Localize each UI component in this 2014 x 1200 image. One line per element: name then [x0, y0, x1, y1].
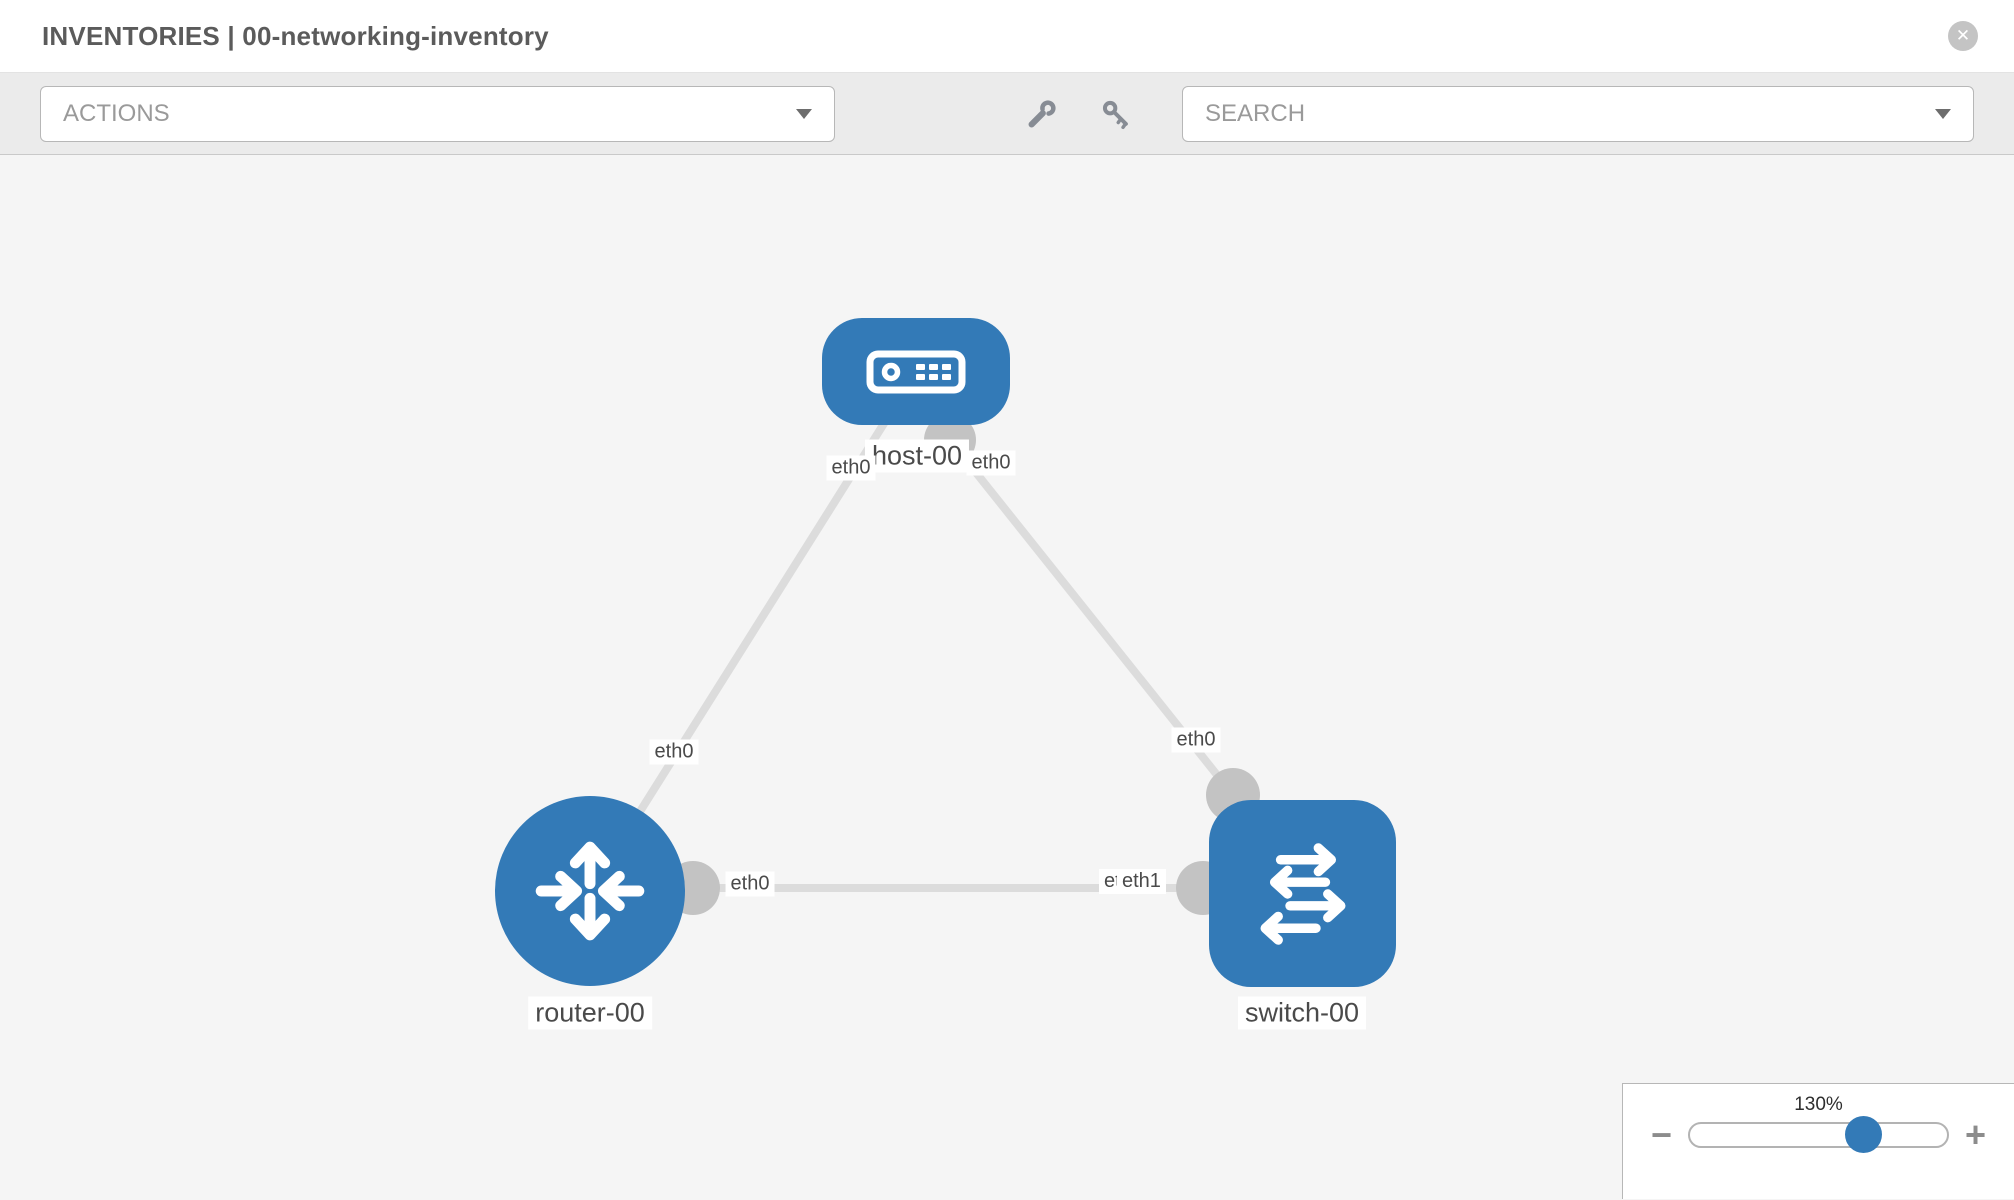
- search-dropdown-label: SEARCH: [1205, 99, 1306, 127]
- iface-label-switch-eth1: eth1: [1117, 869, 1166, 894]
- plus-icon: +: [1964, 1114, 1986, 1155]
- iface-label-host-right: eth0: [966, 450, 1016, 476]
- node-label-host: host-00: [864, 439, 970, 473]
- toolbar: ACTIONS SEARCH: [0, 72, 2014, 155]
- chevron-down-icon: [1935, 108, 1951, 119]
- iface-label-router-eth0: eth0: [725, 871, 775, 897]
- close-button[interactable]: ✕: [1948, 21, 1978, 51]
- iface-label-host-left: eth0: [826, 455, 876, 481]
- topology-edges: [586, 368, 1260, 915]
- iface-label-host-switch-edge: eth0: [1171, 727, 1221, 753]
- actions-dropdown-label: ACTIONS: [63, 99, 170, 127]
- router-icon: [535, 841, 645, 941]
- toolbar-tools: [1024, 96, 1134, 132]
- node-switch-00[interactable]: [1209, 800, 1396, 987]
- zoom-out-button[interactable]: −: [1645, 1117, 1678, 1153]
- zoom-level-value: 130%: [1794, 1094, 1843, 1115]
- search-dropdown[interactable]: SEARCH: [1182, 85, 1974, 142]
- wrench-icon: [1028, 99, 1056, 127]
- iface-label-router-host-edge: eth0: [649, 739, 699, 765]
- credentials-button[interactable]: [1098, 96, 1134, 132]
- zoom-slider-track[interactable]: [1688, 1116, 1949, 1153]
- zoom-in-button[interactable]: +: [1959, 1117, 1992, 1153]
- actions-dropdown[interactable]: ACTIONS: [40, 85, 835, 142]
- close-icon: ✕: [1955, 26, 1971, 45]
- topology-canvas[interactable]: host-00 router-00 switch-00 eth0 eth0 et…: [0, 155, 2014, 1199]
- configure-tools-button[interactable]: [1024, 96, 1060, 132]
- titlebar: INVENTORIES | 00-networking-inventory ✕: [0, 0, 2014, 72]
- node-label-router: router-00: [528, 996, 652, 1030]
- node-router-00[interactable]: [495, 796, 685, 986]
- node-label-switch: switch-00: [1237, 996, 1367, 1030]
- page-title: INVENTORIES | 00-networking-inventory: [42, 20, 549, 51]
- chevron-down-icon: [796, 108, 812, 119]
- switch-icon: [1260, 842, 1345, 945]
- minus-icon: −: [1651, 1114, 1673, 1155]
- zoom-slider-row: − +: [1623, 1116, 2014, 1153]
- zoom-slider-thumb[interactable]: [1845, 1116, 1883, 1153]
- key-icon: [1102, 100, 1128, 129]
- node-host-00[interactable]: [822, 318, 1010, 425]
- host-icon: [866, 350, 966, 393]
- zoom-panel: 130% − +: [1622, 1083, 2014, 1199]
